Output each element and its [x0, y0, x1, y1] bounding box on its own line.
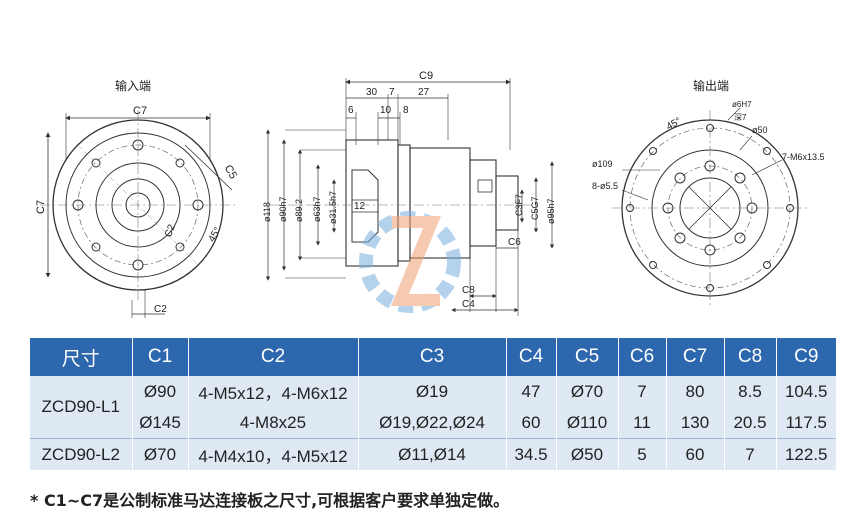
cell-c1: Ø70: [132, 438, 189, 470]
table-header-row: 尺寸 C1 C2 C3 C4 C5 C6 C7 C8 C9: [30, 338, 836, 376]
table-row: ZCD90-L2 Ø70 4-M4x10，4-M5x12 Ø11,Ø14 34.…: [30, 438, 836, 470]
left-angle-label: 45°: [207, 225, 224, 244]
footnote: * C1~C7是公制标准马达连接板之尺寸,可根据客户要求单独定做。: [30, 491, 510, 510]
dia-50-label: ø50: [752, 125, 768, 135]
model-cell: ZCD90-L2: [30, 438, 133, 470]
dim-27: 27: [418, 87, 430, 98]
cell-c6: 7: [618, 376, 667, 407]
c9-label: C9: [419, 70, 433, 82]
header-size: 尺寸: [30, 338, 133, 376]
c5-mid-label: C5G7: [530, 196, 540, 220]
cell-c5: Ø110: [556, 407, 619, 439]
c8-label: C8: [462, 285, 475, 296]
model-cell: ZCD90-L1: [30, 376, 133, 439]
c2-hole-label: C2: [163, 223, 178, 239]
dia-95h7: ø95h7: [546, 198, 556, 224]
header-c2: C2: [188, 338, 359, 376]
cell-c2: 4-M8x25: [188, 407, 359, 439]
holes-m6-label: 7-M6x13.5: [782, 152, 825, 162]
cell-c4: 60: [506, 407, 557, 439]
input-end-view: 输入端 C7 C7 C5 45° C2 C2: [35, 78, 239, 318]
cell-c5: Ø70: [556, 376, 619, 407]
c7-side-label: C7: [35, 200, 47, 214]
cell-c3: Ø11,Ø14: [358, 438, 507, 470]
cell-c7: 80: [666, 376, 725, 407]
dia-6h7-label: ø6H7: [732, 100, 752, 109]
dim-12: 12: [354, 201, 366, 212]
c7-top-label: C7: [133, 105, 147, 117]
dim-8: 8: [403, 105, 409, 116]
table-row: Ø145 4-M8x25 Ø19,Ø22,Ø24 60 Ø110 11 130 …: [30, 407, 836, 439]
header-c1: C1: [132, 338, 189, 376]
c5-label: C5: [222, 163, 239, 181]
header-c5: C5: [556, 338, 619, 376]
table-row: ZCD90-L1 Ø90 4-M5x12，4-M6x12 Ø19 47 Ø70 …: [30, 376, 836, 439]
dia-109-label: ø109: [592, 159, 613, 169]
c2-label: C2: [154, 304, 167, 315]
dim-7: 7: [389, 87, 395, 98]
spec-table: 尺寸 C1 C2 C3 C4 C5 C6 C7 C8 C9 ZCD90-L1 Ø…: [30, 338, 836, 470]
dia-118: ø118: [262, 202, 272, 222]
holes-55-label: 8-ø5.5: [592, 181, 618, 191]
cell-c9: 104.5: [776, 376, 836, 407]
cell-c6: 11: [618, 407, 667, 439]
cell-c3: Ø19,Ø22,Ø24: [358, 407, 507, 439]
depth-label: 深7: [734, 113, 747, 122]
cell-c4: 34.5: [506, 438, 557, 470]
dim-6: 6: [348, 105, 354, 116]
cell-c2: 4-M5x12，4-M6x12: [188, 376, 359, 407]
cell-c9: 117.5: [776, 407, 836, 439]
c4-label: C4: [462, 299, 475, 310]
output-end-view: 输出端 45° ø6H7 深7 ø50: [592, 78, 825, 306]
cell-c7: 60: [666, 438, 725, 470]
output-end-title: 输出端: [693, 78, 729, 93]
cell-c8: 20.5: [724, 407, 777, 439]
header-c4: C4: [506, 338, 557, 376]
input-end-title: 输入端: [115, 78, 151, 93]
header-c9: C9: [776, 338, 836, 376]
technical-drawing: 输入端 C7 C7 C5 45° C2 C2: [35, 70, 825, 318]
dia-63h7: ø63h7: [312, 196, 322, 222]
cell-c3: Ø19: [358, 376, 507, 407]
c3-label: C3F7: [514, 194, 524, 216]
cell-c6: 5: [618, 438, 667, 470]
dim-30: 30: [366, 87, 378, 98]
header-c7: C7: [666, 338, 725, 376]
cell-c2: 4-M4x10，4-M5x12: [188, 438, 359, 470]
header-c6: C6: [618, 338, 667, 376]
cell-c1: Ø90: [132, 376, 189, 407]
dia-31: ø31.5h7: [328, 191, 338, 224]
cell-c9: 122.5: [776, 438, 836, 470]
cell-c7: 130: [666, 407, 725, 439]
c6-label: C6: [508, 237, 521, 248]
dia-89: ø89.2: [294, 199, 304, 222]
cell-c1: Ø145: [132, 407, 189, 439]
dia-90h7: ø90h7: [278, 196, 288, 222]
header-c8: C8: [724, 338, 777, 376]
cell-c8: 7: [724, 438, 777, 470]
side-section-view: C9 30 7 27 6 10 8 12: [262, 70, 556, 316]
brand-watermark-logo: [359, 211, 461, 313]
cell-c8: 8.5: [724, 376, 777, 407]
header-c3: C3: [358, 338, 507, 376]
cell-c5: Ø50: [556, 438, 619, 470]
cell-c4: 47: [506, 376, 557, 407]
dim-10: 10: [380, 105, 392, 116]
